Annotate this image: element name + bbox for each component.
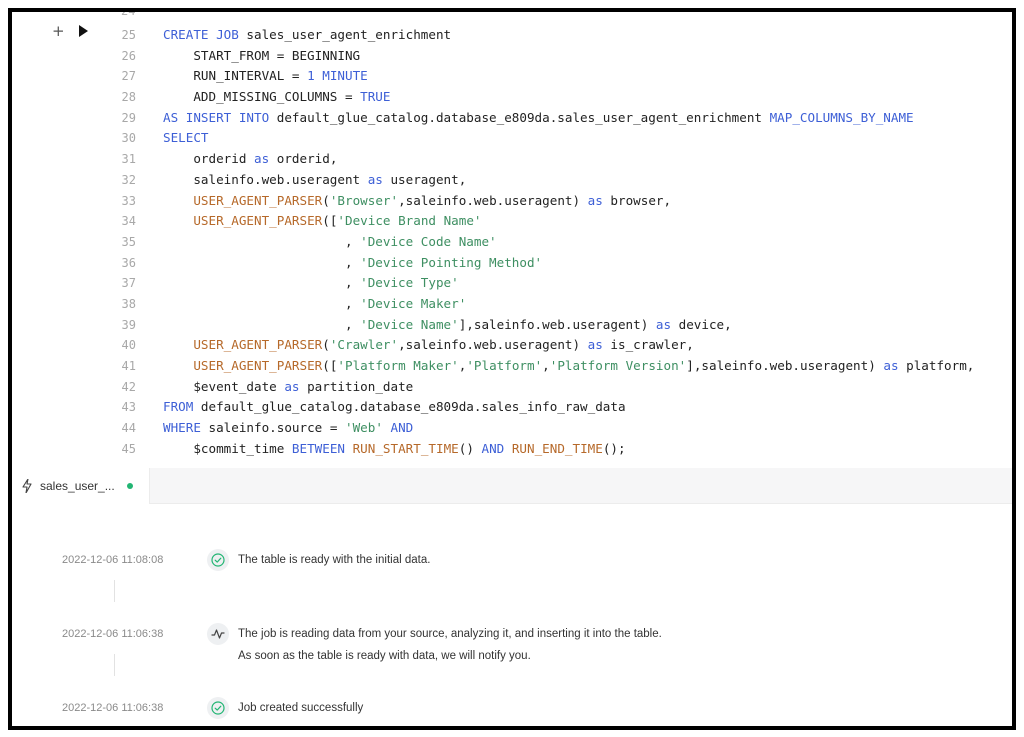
code-text: $event_date as partition_date	[163, 378, 414, 394]
code-text: RUN_INTERVAL = 1 MINUTE	[163, 68, 368, 84]
event-message: The job is reading data from your source…	[238, 628, 662, 640]
timeline-connector	[114, 580, 115, 602]
code-text: CREATE JOB sales_user_agent_enrichment	[163, 27, 452, 42]
line-number: 40	[121, 338, 136, 353]
event-message-detail: As soon as the table is ready with data,…	[238, 650, 531, 662]
line-number: 29	[121, 110, 136, 125]
line-number: 33	[121, 193, 136, 208]
code-text: USER_AGENT_PARSER(['Platform Maker','Pla…	[193, 358, 975, 373]
line-number-stub: 24	[121, 12, 135, 18]
code-text: , 'Device Name'],saleinfo.web.useragent)…	[163, 316, 732, 332]
code-text: $commit_time BETWEEN RUN_START_TIME() AN…	[163, 440, 626, 456]
timeline-connector	[114, 654, 115, 676]
code-text: , 'Device Maker'	[163, 295, 467, 311]
line-number: 32	[121, 172, 136, 187]
line-number: 31	[121, 152, 136, 167]
line-number: 39	[121, 317, 136, 332]
gutter-actions: +	[52, 22, 88, 40]
event-timestamp: 2022-12-06 11:06:38	[62, 628, 164, 640]
code-text: , 'Device Type'	[163, 275, 459, 291]
tab-status-dot	[126, 483, 133, 489]
line-number: 43	[121, 400, 136, 415]
event-message: The table is ready with the initial data…	[238, 554, 431, 566]
line-number: 45	[121, 441, 136, 456]
event-timestamp: 2022-12-06 11:06:38	[62, 702, 164, 714]
add-cell-icon[interactable]: +	[52, 22, 65, 40]
check-circle-icon	[207, 697, 229, 719]
line-number: 28	[121, 90, 136, 105]
line-number: 27	[121, 69, 136, 84]
run-icon[interactable]	[78, 25, 88, 37]
bolt-icon	[22, 479, 32, 493]
code-editor[interactable]: 24 + 25 CREATE JOB sales_user_agent_enric…	[12, 12, 1012, 468]
code-text: FROM default_glue_catalog.database_e809d…	[163, 399, 626, 415]
code-text: ADD_MISSING_COLUMNS = TRUE	[163, 89, 391, 105]
line-number: 35	[121, 234, 136, 249]
line-number: 36	[121, 255, 136, 270]
line-number: 41	[121, 359, 136, 373]
code-text: orderid as orderid,	[163, 151, 338, 167]
line-number: 42	[121, 379, 136, 394]
job-timeline: 2022-12-06 11:08:08 The table is ready w…	[12, 504, 1012, 726]
line-number: 30	[121, 131, 136, 146]
code-text: WHERE saleinfo.source = 'Web' AND	[163, 420, 414, 436]
code-text: SELECT	[163, 130, 209, 146]
line-number: 38	[121, 296, 136, 311]
code-text: START_FROM = BEGINNING	[163, 47, 361, 63]
line-number: 34	[121, 214, 136, 229]
event-message: Job created successfully	[238, 702, 364, 714]
tab-sales-user-agent[interactable]: sales_user_...	[12, 468, 150, 504]
code-text: USER_AGENT_PARSER('Browser',saleinfo.web…	[193, 192, 672, 208]
screenshot-frame: 24 + 25 CREATE JOB sales_user_agent_enric…	[8, 8, 1016, 730]
line-number: 37	[121, 276, 136, 291]
tab-bar: sales_user_...	[12, 468, 1012, 504]
code-text: USER_AGENT_PARSER(['Device Brand Name'	[193, 213, 482, 229]
code-text: USER_AGENT_PARSER('Crawler',saleinfo.web…	[193, 337, 694, 353]
line-number: 26	[121, 48, 136, 63]
line-number: 44	[121, 421, 136, 436]
check-circle-icon	[207, 549, 229, 571]
event-timestamp: 2022-12-06 11:08:08	[62, 554, 164, 566]
code-text: saleinfo.web.useragent as useragent,	[163, 171, 467, 187]
activity-icon	[207, 623, 229, 645]
tab-label: sales_user_...	[40, 479, 115, 493]
code-text: , 'Device Code Name'	[163, 233, 497, 249]
line-number: 25	[121, 28, 136, 42]
code-text: , 'Device Pointing Method'	[163, 254, 543, 270]
code-text: AS INSERT INTO default_glue_catalog.data…	[163, 109, 914, 125]
